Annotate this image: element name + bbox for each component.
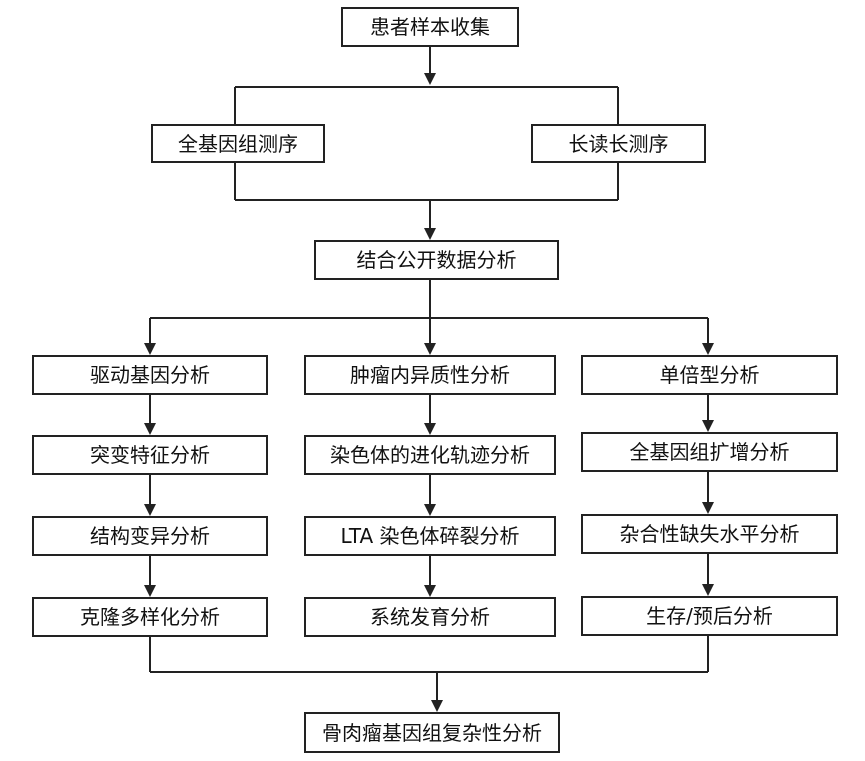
arrowhead (424, 504, 436, 516)
arrowhead (144, 423, 156, 435)
node-survival-prognosis: 生存/预后分析 (581, 596, 838, 636)
node-driver-gene: 驱动基因分析 (32, 355, 268, 395)
node-tumor-heterogeneity: 肿瘤内异质性分析 (304, 355, 556, 395)
node-structural-variant: 结构变异分析 (32, 516, 268, 556)
arrowhead (424, 343, 436, 355)
arrowhead (144, 585, 156, 597)
arrowhead (702, 420, 714, 432)
node-mutation-signature: 突变特征分析 (32, 435, 268, 475)
node-long-read: 长读长测序 (531, 124, 706, 163)
node-genome-complexity: 骨肉瘤基因组复杂性分析 (304, 712, 560, 753)
arrowhead (144, 504, 156, 516)
node-haplotype: 单倍型分析 (581, 355, 838, 395)
node-wgs: 全基因组测序 (151, 124, 325, 163)
arrowhead (424, 585, 436, 597)
node-clonal-diversity: 克隆多样化分析 (32, 597, 268, 637)
node-sample-collection: 患者样本收集 (341, 7, 519, 47)
arrowhead (431, 700, 443, 712)
arrowhead (424, 73, 436, 85)
arrowhead (144, 343, 156, 355)
arrowhead (702, 343, 714, 355)
arrowhead (424, 228, 436, 240)
arrowhead (702, 584, 714, 596)
node-lta-chromothripsis: LTA 染色体碎裂分析 (304, 516, 556, 556)
arrowhead (424, 423, 436, 435)
arrowhead (702, 502, 714, 514)
node-chromosome-evolution: 染色体的进化轨迹分析 (304, 435, 556, 475)
node-wga: 全基因组扩增分析 (581, 432, 838, 472)
node-loh-level: 杂合性缺失水平分析 (581, 514, 838, 554)
node-public-data: 结合公开数据分析 (314, 240, 559, 280)
node-phylogenetic: 系统发育分析 (304, 597, 556, 637)
